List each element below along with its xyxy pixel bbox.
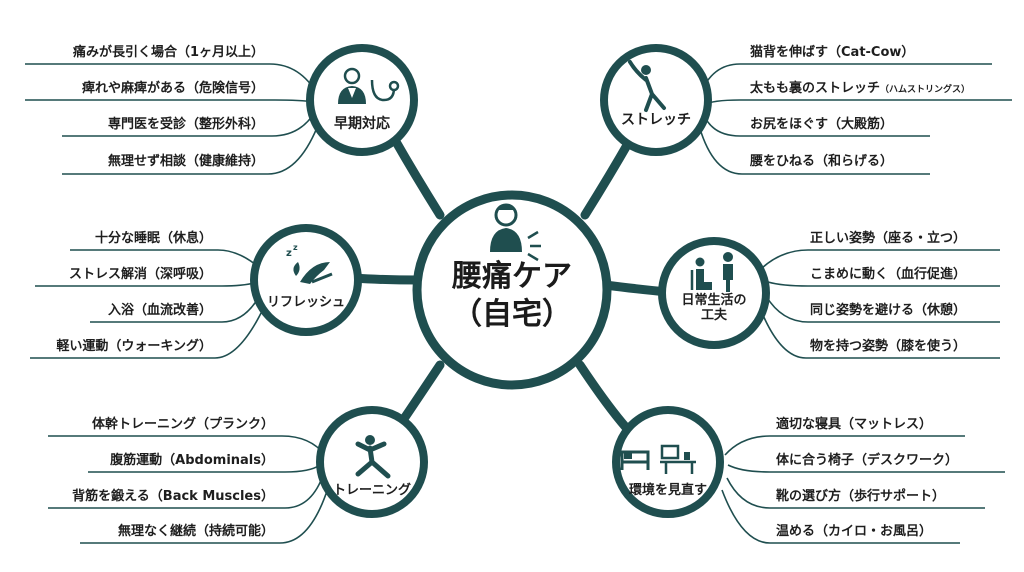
leaf-env-4: 温める（カイロ・お風呂） — [776, 524, 933, 539]
branch-label-early: 早期対応 — [334, 116, 390, 132]
branch-circle-daily — [658, 237, 770, 349]
leaf-training-1: 体幹トレーニング（プランク） — [91, 417, 274, 432]
branch-label-stretch: ストレッチ — [621, 112, 691, 128]
leaf-stretch-4: 腰をひねる（和らげる） — [750, 154, 894, 169]
branch-label-refresh: リフレッシュ — [266, 295, 345, 310]
connectors — [350, 135, 673, 437]
connector-early — [390, 135, 445, 220]
center-title-line1: 腰痛ケア — [452, 259, 572, 294]
leaf-stretch-2: 太もも裏のストレッチ（ハムストリングス） — [750, 80, 970, 98]
leaf-refresh-2: ストレス解消（深呼吸） — [68, 267, 212, 282]
leaf-stretch-1: 猫背を伸ばす（Cat-Cow） — [750, 45, 915, 60]
leaf-daily-1: 正しい姿勢（座る・立つ） — [810, 231, 967, 246]
leaf-env-1: 適切な寝具（マットレス） — [776, 417, 933, 432]
branch-label-training: トレーニング — [332, 483, 411, 498]
leaf-daily-3: 同じ姿勢を避ける（休憩） — [810, 303, 967, 318]
leaf-early-2: 痺れや麻痺がある（危険信号） — [81, 81, 264, 96]
connector-stretch — [580, 135, 635, 220]
sleeping-person-icon: z z — [286, 243, 333, 284]
stretching-person-icon — [628, 60, 666, 112]
leaf-training-3: 背筋を鍛える（Back Muscles） — [72, 489, 274, 504]
branch-label-daily-line2: 工夫 — [700, 307, 727, 323]
person-back-pain-icon — [490, 203, 541, 262]
leaf-daily-4: 物を持つ姿勢（膝を使う） — [810, 339, 967, 354]
leaf-daily-2: こまめに動く（血行促進） — [810, 267, 967, 282]
svg-text:z: z — [286, 248, 292, 259]
center-circle — [412, 190, 612, 390]
sitting-standing-icon — [690, 252, 733, 292]
branch-label-daily: 日常生活の 工夫 — [664, 293, 764, 324]
leaf-training-4: 無理なく継続（持続可能） — [117, 524, 274, 539]
leaf-early-4: 無理せず相談（健康維持） — [107, 154, 264, 169]
leaf-stretch-2-text: 太もも裏のストレッチ — [750, 81, 881, 96]
leaf-training-2: 腹筋運動（Abdominals） — [110, 453, 274, 468]
leaf-refresh-3: 入浴（血流改善） — [107, 303, 212, 318]
doctor-stethoscope-icon — [338, 67, 400, 104]
bed-desk-icon — [620, 444, 696, 474]
leaf-refresh-4: 軽い運動（ウォーキング） — [56, 339, 212, 354]
branch-label-daily-line1: 日常生活の — [681, 293, 747, 308]
branch-label-env: 環境を見直す — [628, 483, 707, 498]
leaf-env-3: 靴の選び方（歩行サポート） — [776, 489, 946, 504]
leaf-stretch-3: お尻をほぐす（大殿筋） — [750, 117, 894, 132]
leaf-early-1: 痛みが長引く場合（1ヶ月以上） — [72, 45, 264, 60]
connector-env — [575, 360, 635, 437]
leaf-early-3: 専門医を受診（整形外科） — [107, 117, 264, 132]
svg-text:z: z — [293, 243, 298, 252]
center-title-line2: （自宅） — [452, 297, 572, 332]
leaf-lines — [25, 63, 1012, 544]
leaf-env-2: 体に合う椅子（デスクワーク） — [776, 453, 959, 468]
center-title: 腰痛ケア （自宅） — [432, 258, 592, 334]
leaf-refresh-1: 十分な睡眠（休息） — [94, 231, 212, 246]
leaf-stretch-2-note: （ハムストリングス） — [880, 85, 971, 95]
connector-refresh — [350, 273, 425, 285]
exercise-lunge-icon — [355, 435, 391, 479]
